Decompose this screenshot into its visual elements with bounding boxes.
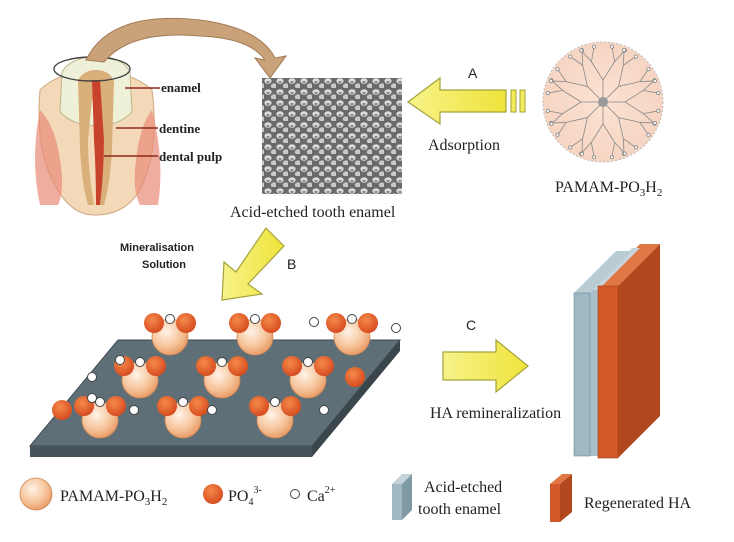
po4-ion — [229, 313, 249, 333]
legend-ca-label: Ca2+ — [307, 485, 336, 505]
po4-ion — [144, 313, 164, 333]
ca-ion — [87, 393, 97, 403]
ca-ion — [135, 357, 145, 367]
po4-ion — [282, 356, 302, 376]
label-acid-etched: Acid-etched tooth enamel — [230, 204, 396, 221]
po4-ion — [261, 313, 281, 333]
label-dental-pulp: dental pulp — [159, 149, 222, 164]
ca-ion — [347, 314, 357, 324]
ca-ion — [270, 397, 280, 407]
legend-regenerated-label: Regenerated HA — [584, 495, 692, 512]
legend-pamam-label: PAMAM-PO3H2 — [60, 488, 167, 508]
ca-ion — [178, 397, 188, 407]
ca-ion — [95, 397, 105, 407]
label-adsorption: Adsorption — [428, 137, 500, 154]
label-step-b: B — [287, 256, 296, 272]
arrow-c — [442, 338, 529, 394]
label-mineralisation: Mineralisation — [120, 242, 194, 254]
po4-ion — [249, 396, 269, 416]
po4-ion — [146, 356, 166, 376]
pamam-dendrimer-illustration — [542, 41, 664, 163]
legend-pamam-swatch — [19, 477, 53, 511]
label-step-a: A — [468, 65, 478, 81]
ca-ion — [309, 317, 319, 327]
ca-ion — [165, 314, 175, 324]
label-ha-remineralization: HA remineralization — [430, 405, 561, 422]
ca-ion — [87, 372, 97, 382]
po4-ion — [157, 396, 177, 416]
legend-regenerated-swatch — [550, 474, 572, 522]
legend-po4-label: PO43- — [228, 485, 262, 508]
ca-ion — [129, 405, 139, 415]
legend-ca-swatch — [290, 489, 300, 499]
po4-ion — [314, 356, 334, 376]
po4-ion — [345, 367, 365, 387]
ca-ion — [250, 314, 260, 324]
po4-ion — [196, 356, 216, 376]
arrow-b — [221, 227, 285, 301]
legend: PAMAM-PO3H2 PO43- Ca2+ Acid-etched tooth… — [19, 474, 692, 522]
ca-ion — [217, 357, 227, 367]
label-dentine: dentine — [159, 121, 200, 136]
label-dendrimer: PAMAM-PO3H2 — [555, 179, 662, 199]
legend-etched-line2: tooth enamel — [418, 501, 502, 518]
curved-arrow — [85, 17, 288, 79]
po4-ion — [281, 396, 301, 416]
label-solution: Solution — [142, 259, 186, 271]
ca-ion — [319, 405, 329, 415]
po4-ion — [189, 396, 209, 416]
ca-ion — [303, 357, 313, 367]
tooth-illustration — [35, 55, 161, 216]
po4-ion — [52, 400, 72, 420]
ca-ion — [391, 323, 401, 333]
ca-ion — [115, 355, 125, 365]
label-step-c: C — [466, 317, 476, 333]
particle-clusters — [52, 313, 401, 439]
legend-etched-line1: Acid-etched — [424, 479, 502, 496]
legend-etched-swatch — [392, 474, 412, 520]
po4-ion — [106, 396, 126, 416]
ca-ion — [207, 405, 217, 415]
po4-ion — [358, 313, 378, 333]
arrow-a — [406, 76, 526, 126]
etched-enamel-sem-image — [262, 78, 402, 194]
regenerated-layers — [573, 244, 660, 459]
legend-po4-swatch — [203, 484, 223, 504]
label-enamel: enamel — [161, 80, 201, 95]
po4-ion — [326, 313, 346, 333]
po4-ion — [228, 356, 248, 376]
po4-ion — [176, 313, 196, 333]
